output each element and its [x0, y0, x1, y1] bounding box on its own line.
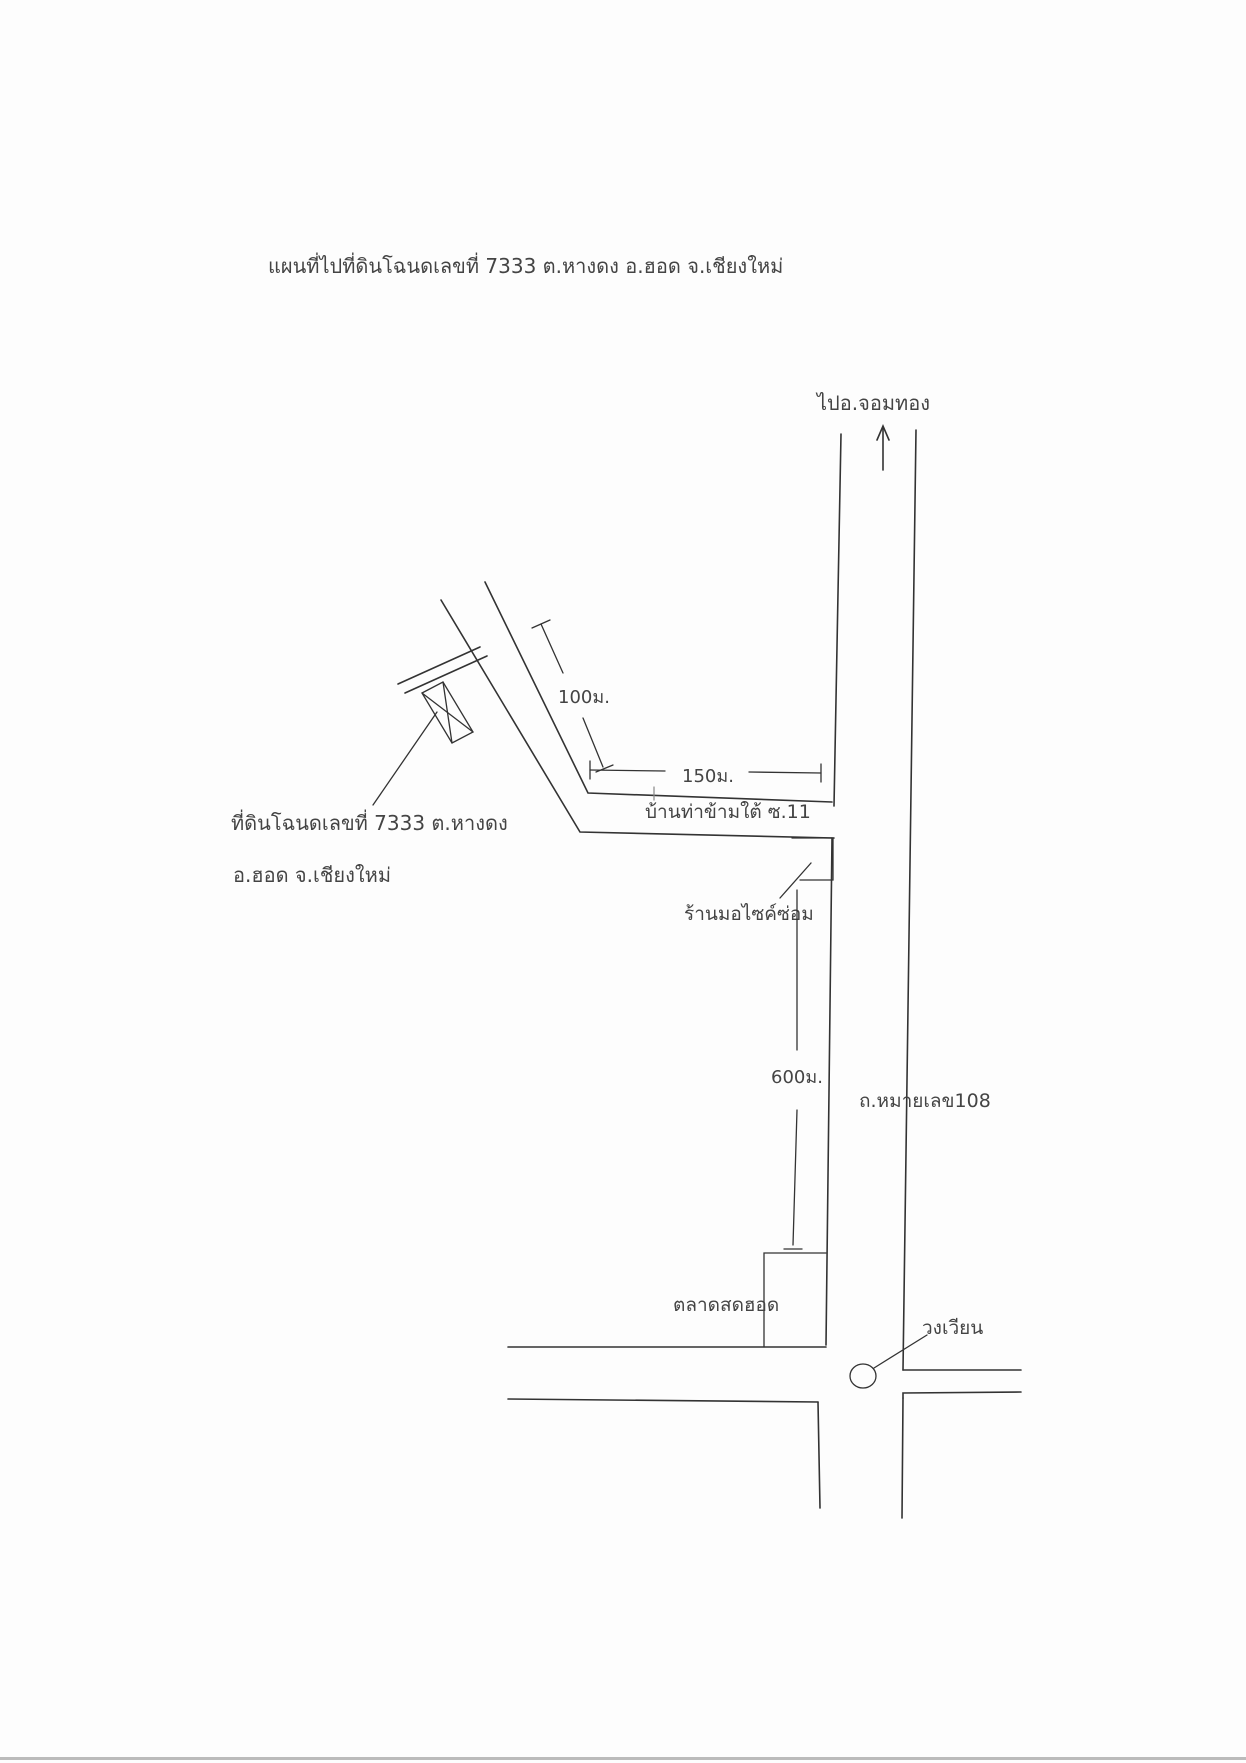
- distance-600m-label: 600ม.: [771, 1067, 823, 1088]
- distance-100m-label: 100ม.: [558, 687, 610, 708]
- motorcycle-shop-label: ร้านมอไซค์ซ่อม: [684, 903, 814, 925]
- village-label: บ้านท่าข้ามใต้ ซ.11: [645, 801, 811, 823]
- distance-150m-label: 150ม.: [682, 766, 734, 787]
- map-title: แผนที่ไปที่ดินโฉนดเลขที่ 7333 ต.หางดง อ.…: [268, 252, 783, 278]
- land-plot-label-line2: อ.ฮอด จ.เชียงใหม่: [233, 863, 391, 887]
- cross-road: [507, 1346, 1022, 1403]
- highway-108: [817, 429, 917, 1519]
- crossed-rectangle-icon: [421, 681, 474, 744]
- motorcycle-shop-marker: [779, 837, 834, 899]
- page-bottom-edge: [0, 1757, 1246, 1760]
- market-building: [763, 1252, 827, 1348]
- land-plot: [372, 646, 488, 806]
- arrow-up-icon: [876, 423, 890, 471]
- dimension-150m: [589, 760, 822, 783]
- roundabout-label: วงเวียน: [922, 1317, 983, 1339]
- soi-11-road: [440, 581, 835, 839]
- market-label: ตลาดสดฮอด: [673, 1294, 779, 1316]
- dimension-600m: [783, 889, 803, 1250]
- to-chomthong-label: ไปอ.จอมทอง: [815, 391, 930, 415]
- land-plot-label-line1: ที่ดินโฉนดเลขที่ 7333 ต.หางดง: [231, 809, 508, 835]
- dimension-100m: [531, 619, 614, 773]
- circle-marker-icon: [849, 1334, 928, 1389]
- highway-108-label: ถ.หมายเลข108: [859, 1090, 991, 1112]
